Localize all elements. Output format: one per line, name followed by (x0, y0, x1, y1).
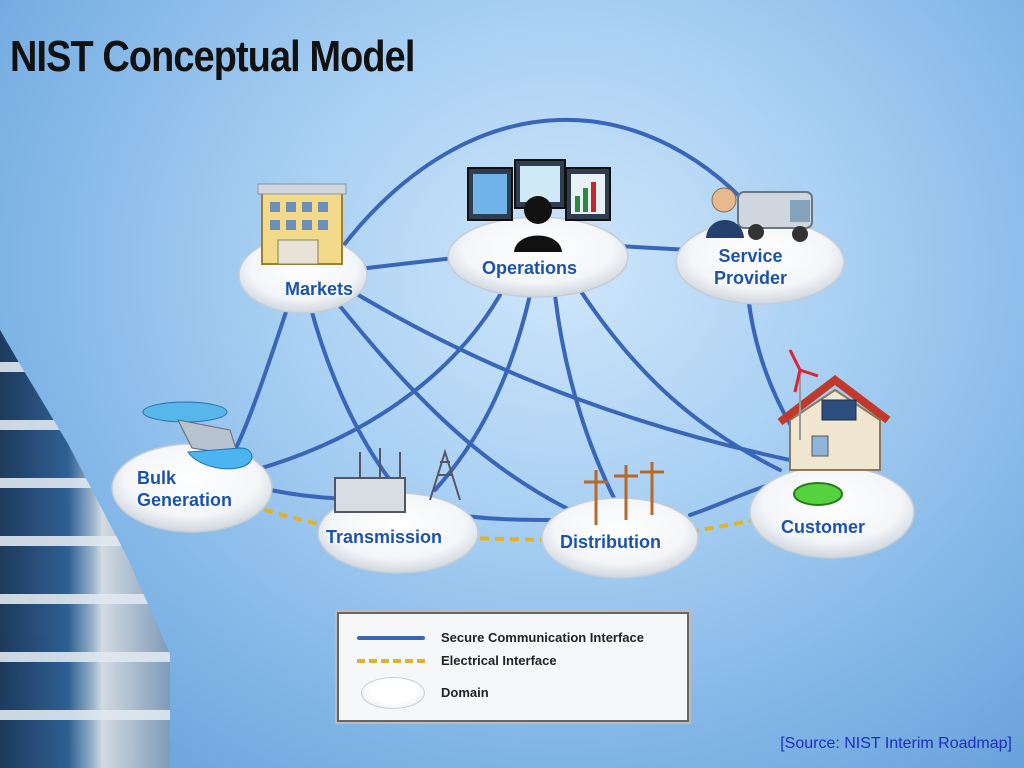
comm-markets-serviceprovider (338, 117, 772, 252)
slide-title: NIST Conceptual Model (10, 32, 415, 81)
domain-cloud-swatch (361, 677, 425, 709)
communication-line-swatch (357, 636, 425, 640)
substation-icon (334, 448, 461, 513)
utility-pole-icon (584, 462, 664, 525)
comm-operations-bulk (253, 293, 502, 472)
service-provider-label: Service Provider (714, 245, 787, 289)
comm-operations-customer (578, 288, 782, 472)
distribution-label: Distribution (560, 532, 661, 552)
legend-row-communication: Secure Communication Interface (339, 626, 687, 650)
comm-markets-distribution (333, 298, 572, 512)
markets-label: Markets (285, 279, 354, 299)
elec-transmission-distribution (464, 536, 546, 542)
legend-row-domain: Domain (339, 677, 687, 709)
electrical-line-swatch (357, 659, 425, 663)
service-provider-label-line2: Provider (714, 268, 788, 288)
cloud-customer (749, 465, 915, 559)
legend-row-electrical: Electrical Interface (339, 649, 687, 673)
legend-box: Secure Communication Interface Electrica… (337, 612, 689, 722)
operations-label: Operations (482, 258, 578, 278)
legend-domain-text: Domain (441, 685, 489, 700)
customer-label: Customer (781, 517, 866, 537)
cloud-distribution (541, 497, 699, 579)
market-building-icon (257, 183, 347, 265)
comm-markets-transmission (308, 303, 392, 482)
communication-lines (233, 117, 802, 522)
source-citation: [Source: NIST Interim Roadmap] (780, 735, 1012, 752)
operations-monitors-icon (467, 159, 611, 252)
bulk-generation-label-line1: Bulk (137, 468, 177, 488)
bulk-generation-label-line2: Generation (137, 490, 233, 510)
elec-distribution-customer (689, 518, 756, 534)
comm-markets-bulk (233, 298, 292, 452)
dam-icon (142, 401, 253, 470)
service-provider-label-line1: Service (718, 246, 783, 266)
legend-communication-text: Secure Communication Interface (441, 630, 644, 645)
bulk-generation-label: Bulk Generation (137, 467, 232, 511)
service-provider-icon (706, 187, 813, 242)
comm-transmission-distribution (458, 513, 562, 522)
transmission-label: Transmission (326, 527, 443, 547)
house-icon (777, 349, 891, 506)
legend-electrical-text: Electrical Interface (441, 653, 557, 668)
